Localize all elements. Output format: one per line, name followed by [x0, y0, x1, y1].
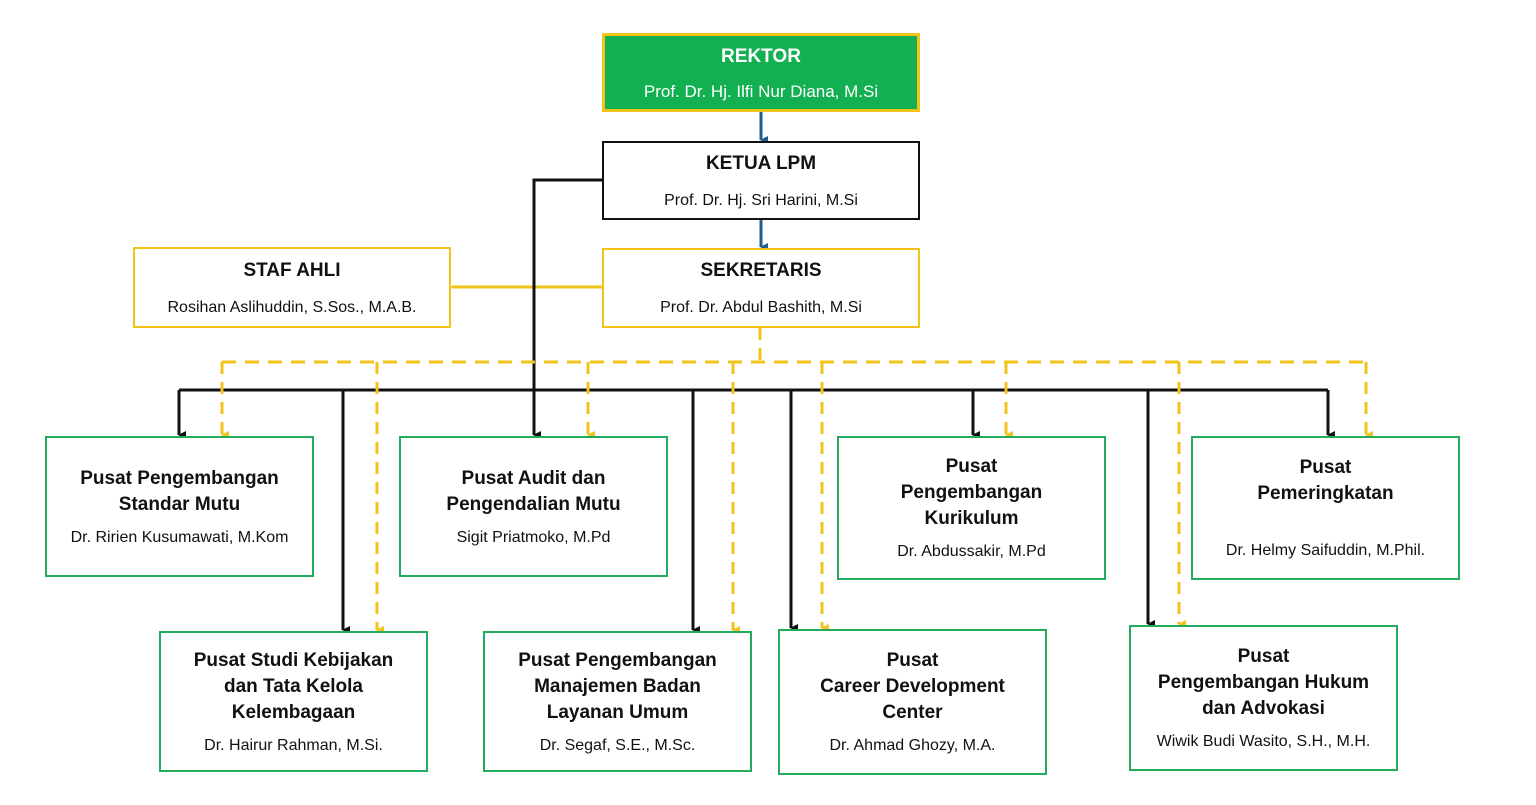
node-title: Pusat Studi Kebijakan dan Tata Kelola Ke… — [193, 649, 394, 723]
node-person: Dr. Helmy Saifuddin, M.Phil. — [1225, 542, 1426, 559]
node-title: Pusat Audit dan Pengendalian Mutu — [446, 467, 621, 515]
node-person: Rosihan Aslihuddin, S.Sos., M.A.B. — [167, 298, 417, 316]
node-rektor: REKTOR Prof. Dr. Hj. Ilfi Nur Diana, M.S… — [602, 33, 920, 112]
node-person: Dr. Ririen Kusumawati, M.Kom — [70, 528, 289, 546]
node-unit-pemeringkatan: Pusat Pemeringkatan Dr. Helmy Saifuddin,… — [1191, 436, 1460, 580]
node-person: Prof. Dr. Hj. Sri Harini, M.Si — [664, 191, 858, 209]
node-person: Prof. Dr. Hj. Ilfi Nur Diana, M.Si — [643, 81, 879, 101]
node-ketua-lpm: KETUA LPM Prof. Dr. Hj. Sri Harini, M.Si — [602, 141, 920, 220]
node-unit-blu: Pusat Pengembangan Manajemen Badan Layan… — [483, 631, 752, 772]
node-person: Dr. Ahmad Ghozy, M.A. — [829, 737, 996, 754]
node-title: KETUA LPM — [705, 152, 817, 174]
node-person: Prof. Dr. Abdul Bashith, M.Si — [660, 299, 862, 316]
node-person: Dr. Segaf, S.E., M.Sc. — [539, 736, 696, 754]
coordination-arrows — [220, 362, 1373, 634]
node-title: STAF AHLI — [243, 259, 341, 281]
node-unit-hukum: Pusat Pengembangan Hukum dan Advokasi Wi… — [1129, 625, 1398, 771]
node-unit-audit-mutu: Pusat Audit dan Pengendalian Mutu Sigit … — [399, 436, 668, 577]
node-unit-career-center: Pusat Career Development Center Dr. Ahma… — [778, 629, 1047, 775]
node-title: Pusat Pengembangan Manajemen Badan Layan… — [518, 649, 717, 723]
node-title: Pusat Pengembangan Hukum dan Advokasi — [1157, 646, 1370, 719]
node-title: REKTOR — [721, 45, 801, 67]
node-person: Dr. Hairur Rahman, M.Si. — [204, 736, 383, 754]
node-unit-standar-mutu: Pusat Pengembangan Standar Mutu Dr. Riri… — [45, 436, 314, 577]
node-staf-ahli: STAF AHLI Rosihan Aslihuddin, S.Sos., M.… — [133, 247, 451, 328]
node-unit-kurikulum: Pusat Pengembangan Kurikulum Dr. Abdussa… — [837, 436, 1106, 580]
node-unit-kebijakan: Pusat Studi Kebijakan dan Tata Kelola Ke… — [159, 631, 428, 772]
node-title: SEKRETARIS — [700, 260, 822, 281]
node-person: Wiwik Budi Wasito, S.H., M.H. — [1156, 733, 1371, 750]
node-person: Sigit Priatmoko, M.Pd — [456, 528, 611, 546]
node-title: Pusat Pengembangan Standar Mutu — [80, 467, 279, 515]
node-sekretaris: SEKRETARIS Prof. Dr. Abdul Bashith, M.Si — [602, 248, 920, 328]
command-arrows — [177, 390, 1335, 634]
node-title: Pusat Career Development Center — [820, 650, 1005, 723]
node-title: Pusat Pemeringkatan — [1257, 457, 1394, 504]
node-person: Dr. Abdussakir, M.Pd — [897, 543, 1046, 560]
line-ketua-trunk — [532, 178, 602, 390]
node-title: Pusat Pengembangan Kurikulum — [900, 456, 1043, 529]
